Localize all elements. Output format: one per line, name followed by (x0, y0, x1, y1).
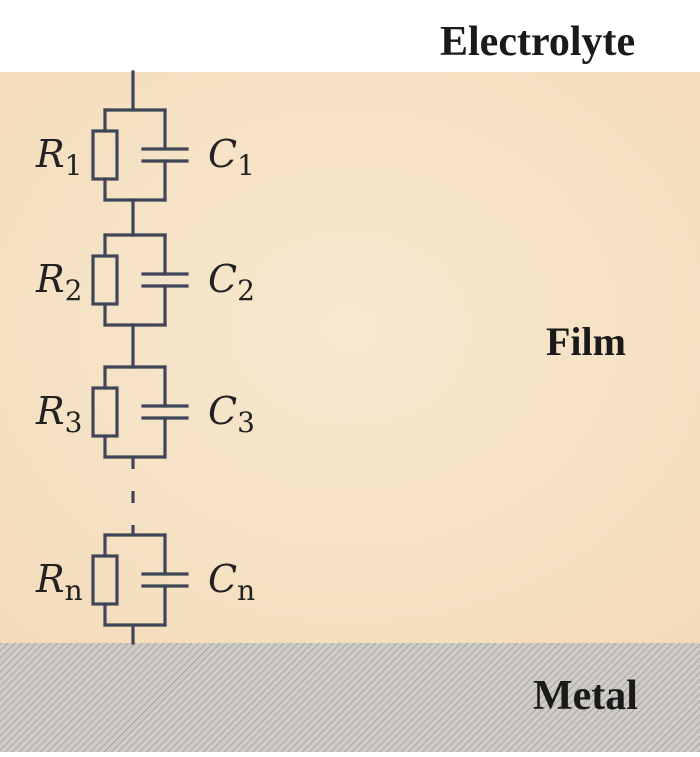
resistor-4 (91, 554, 119, 606)
capacitor-1-label: C1 (208, 132, 255, 182)
capacitor-3-label: C3 (208, 389, 255, 439)
metal-region (0, 643, 700, 752)
resistor-3 (91, 386, 119, 438)
resistor-2 (91, 254, 119, 306)
capacitor-2-label: C2 (208, 257, 255, 307)
resistor-3-label: R3 (35, 389, 82, 439)
metal-label: Metal (533, 673, 638, 719)
capacitor-4-label: Cn (208, 557, 255, 607)
resistor-1 (91, 129, 119, 181)
electrolyte-label: Electrolyte (440, 19, 636, 65)
film-label: Film (546, 319, 626, 364)
resistor-4-label: Rn (35, 557, 83, 607)
resistor-1-label: R1 (35, 132, 82, 182)
electrolyte-region (0, 0, 700, 72)
resistor-2-label: R2 (35, 257, 82, 307)
